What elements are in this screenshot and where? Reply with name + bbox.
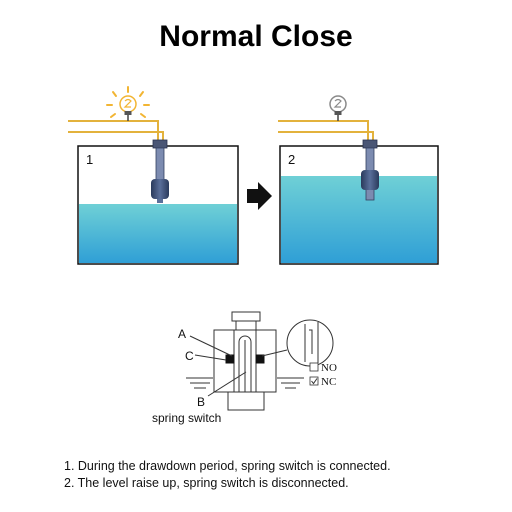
note-1: 1. During the drawdown period, spring sw… bbox=[64, 459, 391, 473]
checkbox-no bbox=[309, 362, 319, 372]
label-a: A bbox=[178, 327, 186, 341]
panel-1: 1 bbox=[68, 86, 239, 265]
tank-diagram: 1 2 bbox=[68, 86, 439, 425]
arrow-right-icon bbox=[247, 182, 272, 210]
panel-number-1: 1 bbox=[86, 152, 93, 167]
checkbox-nc-checked bbox=[309, 376, 319, 386]
option-nc-label: NC bbox=[321, 376, 336, 388]
option-no-label: NO bbox=[321, 362, 337, 374]
spring-switch-schematic bbox=[186, 311, 334, 411]
label-c: C bbox=[185, 349, 194, 363]
lamp-off-icon bbox=[329, 95, 347, 115]
notes: 1. During the drawdown period, spring sw… bbox=[64, 458, 504, 492]
water-2 bbox=[281, 176, 437, 263]
water-1 bbox=[79, 204, 237, 263]
float-switch-2 bbox=[361, 139, 379, 201]
wires-1 bbox=[68, 120, 164, 143]
wires-2 bbox=[278, 120, 374, 143]
lamp-on-icon bbox=[106, 86, 150, 118]
page-title: Normal Close bbox=[159, 20, 353, 53]
float-switch-1 bbox=[151, 139, 169, 203]
label-b: B bbox=[197, 395, 205, 409]
panel-2: 2 bbox=[278, 95, 439, 265]
spring-switch-label: spring switch bbox=[152, 411, 221, 425]
note-2: 2. The level raise up, spring switch is … bbox=[64, 476, 349, 490]
panel-number-2: 2 bbox=[288, 152, 295, 167]
